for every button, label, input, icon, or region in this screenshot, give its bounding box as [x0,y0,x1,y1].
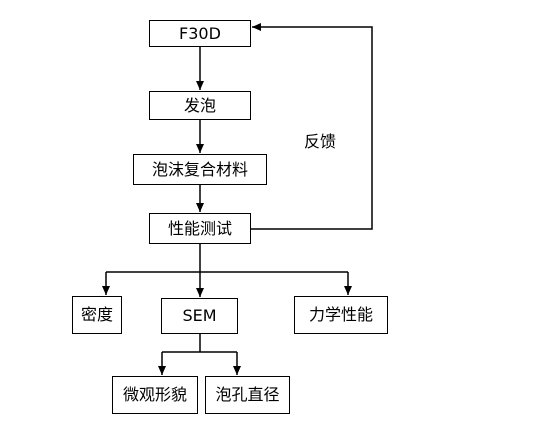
node-foam-composite: 泡沫复合材料 [133,154,267,185]
node-sem: SEM [161,298,238,334]
node-mechanical-properties-label: 力学性能 [308,305,373,324]
node-density: 密度 [72,296,122,334]
node-foaming-label: 发泡 [183,95,216,115]
feedback-label: 反馈 [304,132,337,151]
node-performance-test: 性能测试 [149,213,251,244]
node-f30d-label: F30D [179,23,221,43]
node-foaming: 发泡 [149,91,251,120]
node-pore-diameter: 泡孔直径 [205,376,290,414]
node-micro-morphology: 微观形貌 [112,376,198,414]
node-mechanical-properties: 力学性能 [294,296,388,334]
edge-feedback-loop [251,23,373,230]
node-performance-test-label: 性能测试 [167,218,232,238]
node-density-label: 密度 [80,305,113,324]
node-micro-morphology-label: 微观形貌 [122,385,187,404]
node-foam-composite-label: 泡沫复合材料 [151,159,248,179]
node-sem-label: SEM [182,306,217,325]
node-pore-diameter-label: 泡孔直径 [215,385,280,404]
node-f30d: F30D [149,20,251,47]
